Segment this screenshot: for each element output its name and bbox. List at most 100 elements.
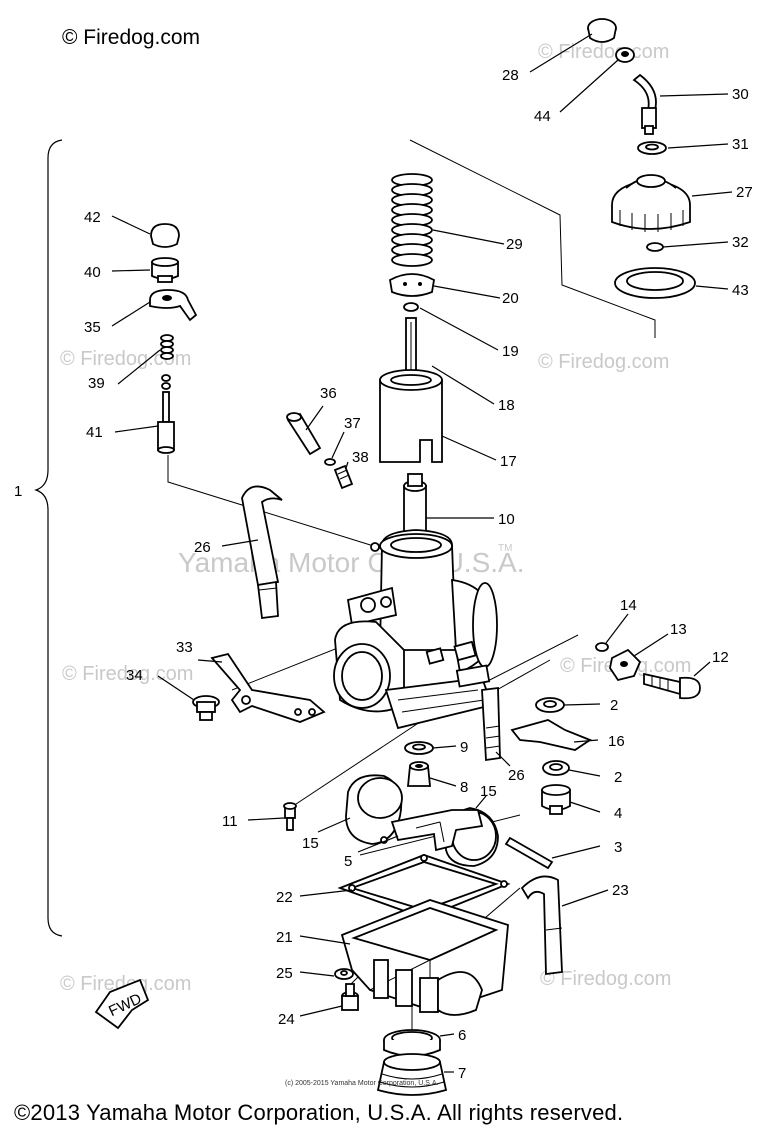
part-24-screw [341,983,359,1011]
throttle-slide-group [379,173,443,463]
right-parts-group [504,642,701,870]
callout-26-upper: 26 [194,539,211,556]
part-2-washer-upper [535,697,565,713]
part-23-tube [520,875,563,976]
part-27-chamber-top [611,174,691,232]
callout-16: 16 [608,733,625,750]
part-31-washer [637,141,667,155]
part-8-jet [407,761,431,787]
assembly-bracket: 1 [14,139,63,937]
part-4-plug [541,784,571,815]
watermark: © Firedog.com [538,41,669,63]
main-body-group [333,473,498,730]
callout-6: 6 [458,1027,466,1044]
callout-10: 10 [498,511,515,528]
part-33-plate [210,652,326,723]
watermark: © Firedog.com [60,973,191,995]
part-43-gasket [614,267,696,299]
callout-43: 43 [732,282,749,299]
part-42-cap [150,223,180,248]
part-19-clip [403,302,419,312]
lever-group [192,652,326,723]
callout-44: 44 [534,108,551,125]
left-parts-group [149,223,198,454]
part-7-intake-joint [376,1053,448,1096]
callout-8: 8 [460,779,468,796]
callouts: 28 44 30 31 27 32 43 29 20 19 18 17 10 4… [84,67,753,1082]
part-9-washer [404,741,434,755]
callout-15-left: 15 [302,835,319,852]
watermark: © Firedog.com [538,351,669,373]
callout-27: 27 [736,184,753,201]
part-36-air-screw [286,412,322,456]
callout-20: 20 [502,290,519,307]
part-34-bolt [192,695,220,721]
part-32-clip [646,242,664,252]
leader-lines [111,33,733,1073]
part-20-needle-plate [389,273,435,297]
callout-21: 21 [276,929,293,946]
part-26-overflow-tube-lower [481,686,501,762]
part-17-throttle-valve [379,369,443,463]
part-11-screw [283,802,297,831]
callout-33: 33 [176,639,193,656]
watermark: © Firedog.com [540,968,671,990]
float-bowl-group [334,854,511,1096]
callout-38: 38 [352,449,369,466]
callout-22: 22 [276,889,293,906]
part-40-nut [151,257,179,283]
part-35-lever [149,289,198,322]
callout-11: 11 [222,813,238,830]
part-41-starter-plunger [157,374,175,454]
carburetor-body [333,529,498,730]
callout-3: 3 [614,839,622,856]
callout-18: 18 [498,397,515,414]
part-12-screw [643,672,701,700]
callout-26-lower: 26 [508,767,525,784]
part-30-cable-elbow [632,73,657,135]
callout-29: 29 [506,236,523,253]
callout-14: 14 [620,597,637,614]
callout-31: 31 [732,136,749,153]
firedog-watermark-top: © Firedog.com [62,26,201,49]
watermark-center: Yamaha Motor Corp, U.S.A. [178,547,525,578]
part-28-rubber-cap [587,18,617,43]
callout-34: 34 [126,667,143,684]
part-26-overflow-tube-upper [241,485,283,620]
callout-17: 17 [500,453,517,470]
callout-12: 12 [712,649,729,666]
watermark: © Firedog.com [60,348,191,370]
part-13-nut [609,648,642,682]
part-16-plate [510,719,592,751]
callout-35: 35 [84,319,101,336]
callout-15-right: 15 [480,783,497,800]
watermark-tm: TM [498,543,512,554]
top-cap-group [587,18,696,299]
callout-37: 37 [344,415,361,432]
callout-23: 23 [612,882,629,899]
part-5-float-arm [390,809,484,852]
callout-24: 24 [278,1011,295,1028]
callout-42: 42 [84,209,101,226]
part-39-spring [160,334,174,360]
part-2-washer-lower [542,760,570,776]
callout-40: 40 [84,264,101,281]
watermarks: © Firedog.com © Firedog.com © Firedog.co… [60,41,691,995]
callout-41: 41 [86,424,103,441]
part-6-clamp [383,1029,441,1057]
part-22-gasket [337,854,511,919]
watermark: © Firedog.com [62,663,193,685]
callout-19: 19 [502,343,519,360]
part-37-oring [324,458,336,466]
callout-28: 28 [502,67,519,84]
part-44-nut [615,47,635,63]
callout-2-upper: 2 [610,697,618,714]
fwd-arrow-icon: FWD [94,978,150,1030]
callout-7: 7 [458,1065,466,1082]
part-29-spring [391,173,433,267]
part-38-spring [333,464,354,490]
tubes-group [241,485,563,976]
callout-32: 32 [732,234,749,251]
part-14-oring [595,642,609,652]
